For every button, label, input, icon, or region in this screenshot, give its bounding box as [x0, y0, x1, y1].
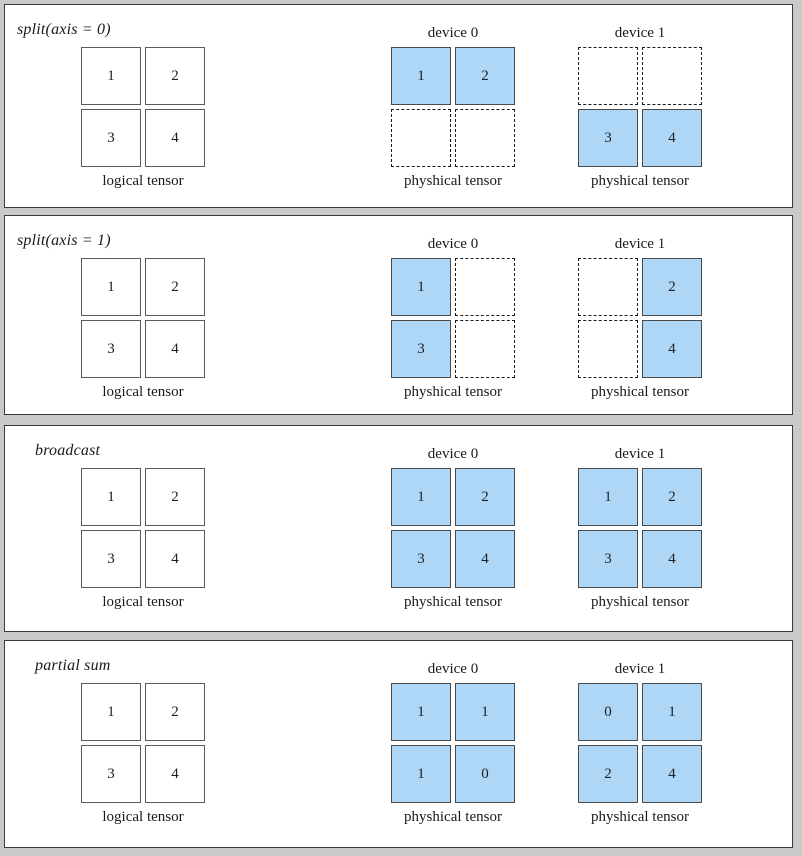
tensor-cell — [391, 109, 451, 167]
tensor-cell: 3 — [81, 109, 141, 167]
tensor-cell: 4 — [642, 745, 702, 803]
tensor-cell: 2 — [455, 468, 515, 526]
tensor-cell: 1 — [81, 47, 141, 105]
tensor-caption: physhical tensor — [558, 384, 722, 401]
tensor-grid: 0124 — [578, 683, 702, 805]
tensor-grid: 34 — [578, 47, 702, 169]
tensor-cell — [455, 320, 515, 378]
tensor-cell: 2 — [455, 47, 515, 105]
tensor-cell: 2 — [145, 683, 205, 741]
device-title: device 1 — [578, 446, 702, 463]
operation-label: split(axis = 1) — [17, 232, 111, 250]
tensor-grid: 12 — [391, 47, 515, 169]
operation-label: broadcast — [35, 442, 100, 460]
device-title: device 1 — [578, 236, 702, 253]
tensor-cell — [455, 258, 515, 316]
tensor-grid: 1234 — [81, 258, 205, 380]
tensor-cell: 1 — [642, 683, 702, 741]
tensor-grid: 24 — [578, 258, 702, 380]
device-title: device 0 — [391, 236, 515, 253]
tensor-cell: 1 — [81, 683, 141, 741]
tensor-cell: 1 — [391, 47, 451, 105]
operation-label: split(axis = 0) — [17, 21, 111, 39]
operation-label: partial sum — [35, 657, 111, 675]
tensor-cell: 2 — [145, 258, 205, 316]
tensor-cell: 3 — [391, 530, 451, 588]
tensor-caption: physhical tensor — [371, 809, 535, 826]
tensor-cell — [578, 258, 638, 316]
sbp-panel: split(axis = 0)1234logical tensordevice … — [4, 4, 793, 208]
tensor-cell: 1 — [391, 468, 451, 526]
tensor-caption: logical tensor — [61, 594, 225, 611]
tensor-caption: physhical tensor — [371, 173, 535, 190]
device-title: device 1 — [578, 25, 702, 42]
tensor-cell: 1 — [391, 683, 451, 741]
tensor-cell — [455, 109, 515, 167]
tensor-cell: 2 — [145, 47, 205, 105]
tensor-caption: logical tensor — [61, 384, 225, 401]
tensor-grid: 1234 — [81, 683, 205, 805]
tensor-caption: physhical tensor — [371, 384, 535, 401]
tensor-cell: 2 — [642, 258, 702, 316]
tensor-cell: 2 — [642, 468, 702, 526]
tensor-grid: 13 — [391, 258, 515, 380]
tensor-cell — [642, 47, 702, 105]
tensor-caption: physhical tensor — [558, 173, 722, 190]
tensor-grid: 1234 — [81, 468, 205, 590]
tensor-caption: physhical tensor — [371, 594, 535, 611]
tensor-caption: logical tensor — [61, 809, 225, 826]
tensor-cell: 4 — [145, 320, 205, 378]
tensor-cell: 3 — [81, 530, 141, 588]
tensor-grid: 1234 — [391, 468, 515, 590]
tensor-cell: 4 — [642, 109, 702, 167]
tensor-cell: 2 — [578, 745, 638, 803]
tensor-caption: physhical tensor — [558, 594, 722, 611]
tensor-cell: 2 — [145, 468, 205, 526]
tensor-cell — [578, 320, 638, 378]
tensor-grid: 1234 — [578, 468, 702, 590]
tensor-cell: 3 — [578, 109, 638, 167]
tensor-caption: logical tensor — [61, 173, 225, 190]
tensor-cell: 0 — [578, 683, 638, 741]
device-title: device 0 — [391, 661, 515, 678]
tensor-cell: 1 — [455, 683, 515, 741]
tensor-cell: 3 — [578, 530, 638, 588]
tensor-cell: 1 — [578, 468, 638, 526]
tensor-cell: 3 — [81, 745, 141, 803]
device-title: device 0 — [391, 25, 515, 42]
tensor-cell — [578, 47, 638, 105]
tensor-cell: 4 — [455, 530, 515, 588]
tensor-grid: 1110 — [391, 683, 515, 805]
sbp-panel: broadcast1234logical tensordevice 01234p… — [4, 425, 793, 632]
tensor-cell: 4 — [145, 530, 205, 588]
tensor-caption: physhical tensor — [558, 809, 722, 826]
device-title: device 0 — [391, 446, 515, 463]
sbp-panel: split(axis = 1)1234logical tensordevice … — [4, 215, 793, 415]
tensor-cell: 0 — [455, 745, 515, 803]
tensor-cell: 3 — [81, 320, 141, 378]
tensor-cell: 1 — [81, 258, 141, 316]
tensor-cell: 4 — [145, 745, 205, 803]
device-title: device 1 — [578, 661, 702, 678]
tensor-cell: 1 — [81, 468, 141, 526]
tensor-cell: 4 — [642, 530, 702, 588]
tensor-cell: 3 — [391, 320, 451, 378]
tensor-cell: 4 — [642, 320, 702, 378]
tensor-grid: 1234 — [81, 47, 205, 169]
sbp-panel: partial sum1234logical tensordevice 0111… — [4, 640, 793, 848]
tensor-cell: 1 — [391, 745, 451, 803]
tensor-cell: 4 — [145, 109, 205, 167]
tensor-cell: 1 — [391, 258, 451, 316]
